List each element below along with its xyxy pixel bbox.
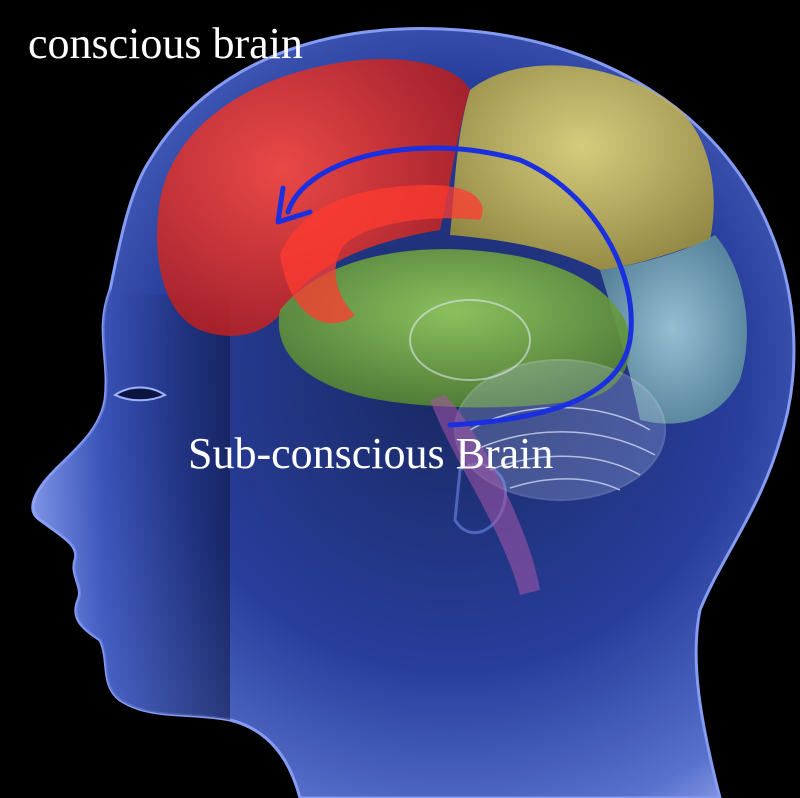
subconscious-brain-label: Sub-conscious Brain [188,429,554,478]
inner-structure [409,299,531,381]
eye [112,386,168,402]
occipital-lobe [600,235,747,424]
face-highlight [32,290,231,720]
brainstem [430,395,540,595]
frontal-lobe [156,59,471,336]
parietal-lobe [450,65,714,270]
temporal-lobe [278,249,630,408]
flow-arrow [285,145,634,428]
limbic-ring [280,185,483,324]
conscious-brain-label: conscious brain [28,19,303,68]
arrow-head [275,185,313,225]
